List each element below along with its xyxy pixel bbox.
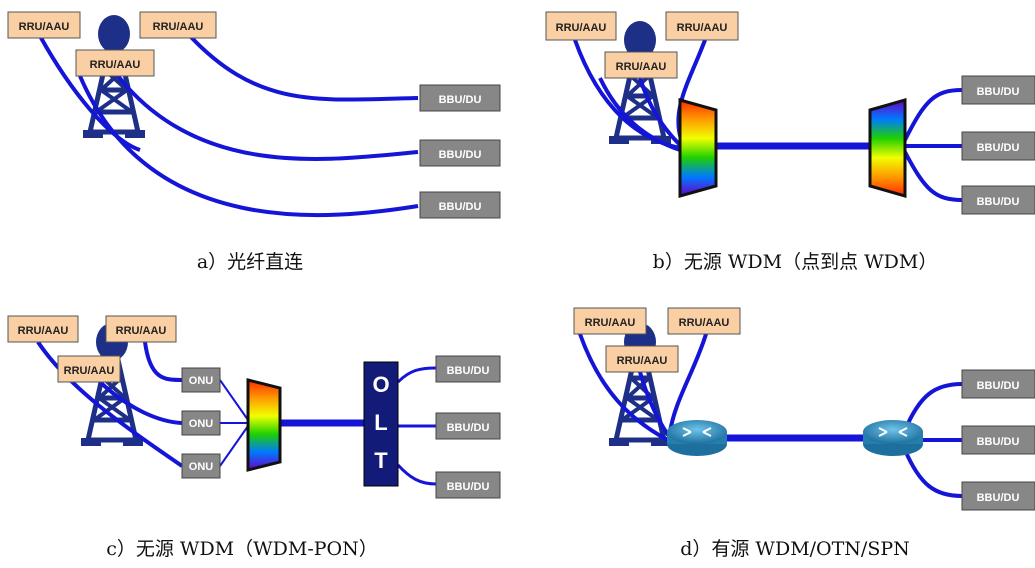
fiber-link (78, 75, 419, 218)
onu-label: ONU (189, 375, 214, 387)
bbu-label: BBU/DU (447, 365, 490, 377)
bbu-label: BBU/DU (447, 481, 490, 493)
rru-label: RRU/AAU (585, 317, 636, 329)
rru-box (604, 51, 678, 79)
caption-c: c）无源 WDM（WDM-PON） (106, 538, 378, 560)
wdm-demux-icon (868, 98, 907, 198)
bbu-label: BBU/DU (977, 436, 1020, 448)
bbu-box (435, 471, 501, 499)
bbu-box (435, 412, 501, 440)
wdm-splitter-icon (246, 378, 282, 472)
fiber-link (903, 382, 963, 431)
onu-box (181, 367, 221, 393)
rru-label: RRU/AAU (64, 365, 115, 377)
rru-box (605, 345, 679, 373)
fiber-link (396, 463, 437, 486)
fiber-link (903, 88, 963, 141)
fiber-link (143, 341, 183, 382)
bbu-label: BBU/DU (439, 201, 482, 213)
caption-a: a）光纤直连 (197, 251, 303, 273)
router-icon (666, 419, 728, 457)
olt-letter: T (374, 448, 388, 473)
bbu-box (961, 185, 1035, 215)
fiber-link (219, 379, 249, 421)
rru-label: RRU/AAU (616, 61, 667, 73)
rru-label: RRU/AAU (556, 22, 607, 34)
bbu-box (435, 355, 501, 383)
panel-c: O L T ONU ONU ONU RRU/AAU RRU/AAU RRU/AA… (7, 315, 501, 560)
onu-label: ONU (189, 461, 214, 473)
caption-b: b）无源 WDM（点到点 WDM） (653, 251, 938, 273)
bbu-label: BBU/DU (439, 94, 482, 106)
rru-label: RRU/AAU (617, 355, 668, 367)
rru-box (665, 11, 739, 41)
fiber-link (638, 77, 682, 147)
olt-box (363, 361, 399, 487)
fiber-link (38, 35, 141, 152)
bbu-label: BBU/DU (977, 196, 1020, 208)
bbu-label: BBU/DU (977, 142, 1020, 154)
rru-box (57, 355, 121, 383)
rru-box (75, 49, 155, 77)
rru-label: RRU/AAU (116, 325, 167, 337)
wdm-mux-icon (678, 98, 718, 198)
rru-box (573, 307, 647, 335)
panel-d: RRU/AAU RRU/AAU RRU/AAU BBU/DU BBU/DU BB… (573, 307, 1035, 560)
rru-box (7, 11, 81, 39)
fiber-link (396, 366, 437, 384)
olt-letter: O (372, 372, 389, 397)
bbu-box (961, 131, 1035, 161)
onu-box (181, 453, 221, 479)
fiber-link (668, 333, 708, 433)
fiber-link (903, 151, 963, 202)
onu-box (181, 410, 221, 436)
bbu-label: BBU/DU (439, 149, 482, 161)
olt-letter: L (374, 410, 387, 435)
caption-d: d）有源 WDM/OTN/SPN (680, 538, 910, 560)
rru-label: RRU/AAU (677, 22, 728, 34)
rru-box (105, 315, 177, 343)
rru-label: RRU/AAU (19, 21, 70, 33)
rru-label: RRU/AAU (90, 59, 141, 71)
rru-label: RRU/AAU (679, 317, 730, 329)
fiber-link (219, 425, 249, 467)
bbu-box (961, 369, 1035, 399)
rru-box (667, 307, 741, 335)
rru-box (7, 315, 79, 343)
fiber-link (598, 77, 681, 152)
onu-label: ONU (189, 418, 214, 430)
bbu-box (961, 425, 1035, 455)
router-icon (862, 419, 924, 457)
bbu-box (961, 481, 1035, 511)
fiber-link (638, 371, 670, 437)
bbu-box (961, 75, 1035, 105)
bbu-box (419, 139, 501, 167)
fiber-link (903, 449, 963, 498)
panel-b: RRU/AAU RRU/AAU RRU/AAU BBU/DU BBU/DU BB… (545, 11, 1035, 273)
fiber-link (188, 34, 419, 102)
rru-box (139, 11, 217, 39)
fiber-link (578, 333, 669, 442)
fiber-link (36, 340, 184, 468)
bbu-label: BBU/DU (447, 422, 490, 434)
rru-box (545, 11, 617, 41)
fiber-link (98, 380, 183, 425)
fiber-link (116, 74, 419, 161)
bbu-label: BBU/DU (977, 380, 1020, 392)
bbu-box (419, 84, 501, 112)
bbu-box (419, 191, 501, 219)
rru-label: RRU/AAU (18, 325, 69, 337)
rru-label: RRU/AAU (153, 21, 204, 33)
panel-a: RRU/AAU RRU/AAU RRU/AAU BBU/DU BBU/DU BB… (7, 11, 501, 273)
bbu-label: BBU/DU (977, 492, 1020, 504)
bbu-label: BBU/DU (977, 86, 1020, 98)
